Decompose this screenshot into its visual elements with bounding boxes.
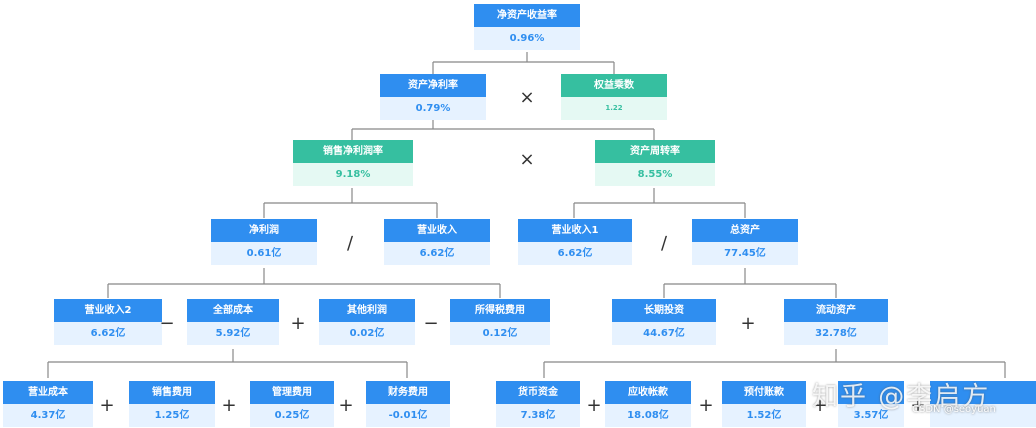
node-value: 3.57亿: [838, 404, 904, 427]
plus-operator: +: [99, 395, 115, 416]
csdn-watermark: CSDN @seoyuan: [912, 404, 996, 415]
node-title: 应收帐款: [605, 381, 691, 404]
node-selling-expense: 销售费用 1.25亿: [129, 381, 215, 427]
node-title: 销售费用: [129, 381, 215, 404]
node-title: 营业收入1: [518, 219, 632, 242]
node-value: 44.67亿: [612, 322, 716, 345]
node-title: 权益乘数: [561, 74, 667, 97]
node-title: 长期投资: [612, 299, 716, 322]
node-title: 所得税费用: [450, 299, 550, 322]
node-value: 5.92亿: [187, 322, 279, 345]
node-value: 1.22: [561, 97, 667, 120]
node-title: 营业收入: [384, 219, 490, 242]
multiply-operator: ×: [519, 149, 535, 170]
node-value: 32.78亿: [784, 322, 888, 345]
node-value: 77.45亿: [692, 242, 798, 265]
node-value: 6.62亿: [384, 242, 490, 265]
node-value: 0.12亿: [450, 322, 550, 345]
node-long-term-investment: 长期投资 44.67亿: [612, 299, 716, 345]
node-revenue-b: 营业收入1 6.62亿: [518, 219, 632, 265]
node-last-partial: [930, 381, 1036, 427]
node-income-tax: 所得税费用 0.12亿: [450, 299, 550, 345]
node-admin-expense: 管理费用 0.25亿: [250, 381, 334, 427]
plus-operator: +: [740, 313, 756, 334]
node-roe: 净资产收益率 0.96%: [474, 4, 580, 50]
plus-operator: +: [586, 395, 602, 416]
node-title: 营业收入2: [54, 299, 162, 322]
node-total-cost: 全部成本 5.92亿: [187, 299, 279, 345]
zhihu-watermark: 知乎 @李启方: [812, 382, 991, 412]
node-current-assets: 流动资产 32.78亿: [784, 299, 888, 345]
node-title: 资产净利率: [380, 74, 486, 97]
node-revenue-a: 营业收入 6.62亿: [384, 219, 490, 265]
node-value: 0.61亿: [211, 242, 317, 265]
node-prepayments: 预付账款 1.52亿: [722, 381, 806, 427]
node-title: 销售净利润率: [293, 140, 413, 163]
node-title: 管理费用: [250, 381, 334, 404]
node-value: 6.62亿: [518, 242, 632, 265]
node-asset-turnover: 资产周转率 8.55%: [595, 140, 715, 186]
node-title: [930, 381, 1036, 404]
node-revenue-c: 营业收入2 6.62亿: [54, 299, 162, 345]
node-title: 预付账款: [722, 381, 806, 404]
plus-operator: +: [338, 395, 354, 416]
node-other-profit: 其他利润 0.02亿: [319, 299, 415, 345]
node-title: 净资产收益率: [474, 4, 580, 27]
minus-operator: −: [159, 313, 175, 334]
node-value: 0.02亿: [319, 322, 415, 345]
plus-operator: +: [221, 395, 237, 416]
node-title: 总资产: [692, 219, 798, 242]
node-value: 9.18%: [293, 163, 413, 186]
node-value: 0.25亿: [250, 404, 334, 427]
node-value: 0.96%: [474, 27, 580, 50]
plus-operator: +: [698, 395, 714, 416]
node-total-assets: 总资产 77.45亿: [692, 219, 798, 265]
node-value: 0.79%: [380, 97, 486, 120]
plus-operator: +: [812, 395, 828, 416]
node-title: 全部成本: [187, 299, 279, 322]
node-value: 7.38亿: [496, 404, 580, 427]
node-title: 财务费用: [366, 381, 450, 404]
node-other-asset: 3.57亿: [838, 381, 904, 427]
node-value: -0.01亿: [366, 404, 450, 427]
divide-operator: ∕: [660, 233, 668, 254]
node-net-profit: 净利润 0.61亿: [211, 219, 317, 265]
node-title: 货币资金: [496, 381, 580, 404]
plus-operator: +: [290, 313, 306, 334]
node-title: 净利润: [211, 219, 317, 242]
node-value: 6.62亿: [54, 322, 162, 345]
node-title: 其他利润: [319, 299, 415, 322]
node-operating-cost: 营业成本 4.37亿: [3, 381, 93, 427]
node-value: [930, 404, 1036, 427]
node-equity-multiplier: 权益乘数 1.22: [561, 74, 667, 120]
multiply-operator: ×: [519, 87, 535, 108]
node-value: 4.37亿: [3, 404, 93, 427]
node-title: 营业成本: [3, 381, 93, 404]
plus-operator: +: [910, 395, 926, 416]
node-title: 流动资产: [784, 299, 888, 322]
node-title: [838, 381, 904, 404]
node-value: 8.55%: [595, 163, 715, 186]
node-roa: 资产净利率 0.79%: [380, 74, 486, 120]
minus-operator: −: [423, 313, 439, 334]
node-cash: 货币资金 7.38亿: [496, 381, 580, 427]
node-finance-expense: 财务费用 -0.01亿: [366, 381, 450, 427]
node-receivables: 应收帐款 18.08亿: [605, 381, 691, 427]
node-net-margin: 销售净利润率 9.18%: [293, 140, 413, 186]
divide-operator: ∕: [346, 233, 354, 254]
node-value: 1.52亿: [722, 404, 806, 427]
node-title: 资产周转率: [595, 140, 715, 163]
node-value: 18.08亿: [605, 404, 691, 427]
node-value: 1.25亿: [129, 404, 215, 427]
